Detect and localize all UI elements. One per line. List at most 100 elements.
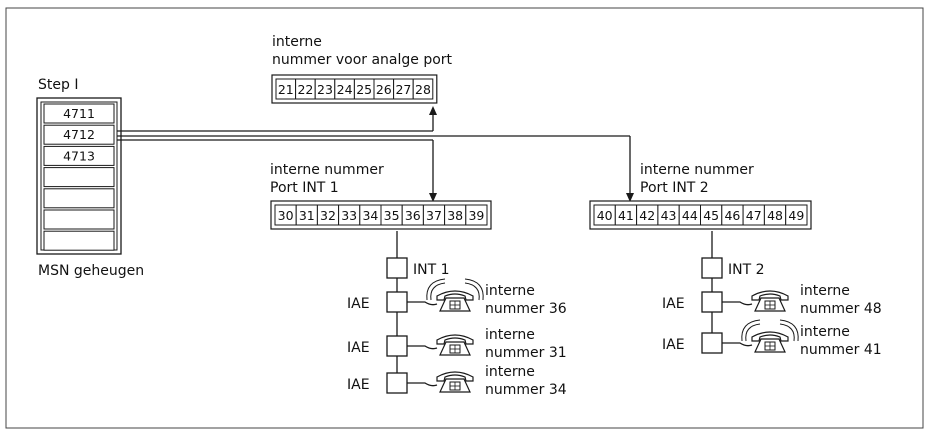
step-label: Step I bbox=[38, 77, 78, 93]
internal-number: 23 bbox=[317, 82, 333, 97]
iae-label: IAE bbox=[347, 296, 370, 312]
terminal-device: IAE interne nummer 36 bbox=[347, 278, 567, 317]
msn-number: 4713 bbox=[63, 148, 95, 163]
telephone-icon bbox=[436, 334, 474, 356]
device-label-line1: interne bbox=[485, 283, 535, 299]
number-cell: 44 bbox=[678, 204, 702, 226]
internal-number: 43 bbox=[661, 208, 677, 223]
number-cell: 24 bbox=[334, 78, 355, 100]
internal-number: 48 bbox=[767, 208, 783, 223]
telephone-icon bbox=[741, 319, 799, 353]
device-label-line2: nummer 31 bbox=[485, 345, 567, 361]
number-cell: 41 bbox=[614, 204, 638, 226]
number-cell: 48 bbox=[763, 204, 787, 226]
number-cell: 32 bbox=[316, 204, 340, 226]
int2-title-line1: interne nummer bbox=[640, 162, 754, 178]
number-cell: 49 bbox=[785, 204, 808, 226]
number-cell: 34 bbox=[359, 204, 382, 226]
internal-number: 21 bbox=[278, 82, 294, 97]
internal-number: 47 bbox=[746, 208, 762, 223]
device-label-line1: interne bbox=[800, 324, 850, 340]
msn-cell bbox=[43, 209, 115, 230]
internal-number: 38 bbox=[447, 208, 463, 223]
int1-label: INT 1 bbox=[413, 262, 450, 278]
internal-number: 34 bbox=[362, 208, 378, 223]
number-cell: 37 bbox=[422, 204, 446, 226]
device-label-line2: nummer 48 bbox=[800, 301, 882, 317]
number-cell: 35 bbox=[380, 204, 403, 226]
telephone-icon bbox=[426, 278, 484, 312]
int2-title-line2: Port INT 2 bbox=[640, 180, 709, 196]
msn-memory-box: 4711 4712 4713 bbox=[36, 97, 122, 255]
int2-label: INT 2 bbox=[728, 262, 765, 278]
number-cell: 27 bbox=[393, 78, 414, 100]
arrow-down-icon bbox=[429, 193, 437, 202]
iae-label: IAE bbox=[347, 340, 370, 356]
terminal-device: IAE interne nummer 41 bbox=[662, 319, 882, 358]
internal-number: 27 bbox=[395, 82, 411, 97]
iae-label: IAE bbox=[662, 337, 685, 353]
telephone-icon bbox=[751, 290, 789, 312]
internal-number: 24 bbox=[337, 82, 353, 97]
int1-bus bbox=[386, 231, 408, 373]
internal-number: 32 bbox=[320, 208, 336, 223]
number-cell: 36 bbox=[401, 204, 424, 226]
analog-port-title-line1: interne bbox=[272, 34, 322, 50]
msn-cell: 4713 bbox=[43, 145, 115, 166]
internal-number: 31 bbox=[299, 208, 315, 223]
internal-number: 49 bbox=[788, 208, 804, 223]
number-cell: 40 bbox=[593, 204, 616, 226]
device-label-line1: interne bbox=[485, 364, 535, 380]
arrow-up-icon bbox=[429, 106, 437, 115]
internal-number: 46 bbox=[724, 208, 740, 223]
analog-port-title-line2: nummer voor analge port bbox=[272, 52, 453, 68]
number-cell: 23 bbox=[314, 78, 336, 100]
phone-cord bbox=[407, 345, 438, 350]
number-cell: 33 bbox=[338, 204, 361, 226]
internal-number: 41 bbox=[618, 208, 634, 223]
internal-number: 45 bbox=[703, 208, 719, 223]
int1-title-line2: Port INT 1 bbox=[270, 180, 339, 196]
msn-number: 4712 bbox=[63, 127, 95, 142]
number-cell: 38 bbox=[444, 204, 467, 226]
msn-cell bbox=[43, 188, 115, 209]
number-cell: 22 bbox=[295, 78, 316, 100]
device-label-line2: nummer 41 bbox=[800, 342, 882, 358]
internal-number: 39 bbox=[468, 208, 484, 223]
phone-cord bbox=[407, 382, 438, 387]
internal-number: 44 bbox=[682, 208, 698, 223]
number-cell: 45 bbox=[700, 204, 723, 226]
internal-number: 35 bbox=[384, 208, 400, 223]
iae-socket bbox=[701, 291, 723, 313]
number-cell: 21 bbox=[275, 78, 297, 100]
msn-cell: 4712 bbox=[43, 124, 115, 145]
msn-cell: 4711 bbox=[43, 103, 115, 124]
int1-title-line1: interne nummer bbox=[270, 162, 384, 178]
phone-cord bbox=[722, 301, 753, 306]
internal-number: 33 bbox=[341, 208, 357, 223]
number-cell: 31 bbox=[295, 204, 318, 226]
internal-number: 25 bbox=[356, 82, 372, 97]
msn-cell bbox=[43, 230, 115, 251]
number-cell: 47 bbox=[742, 204, 765, 226]
number-cell: 25 bbox=[353, 78, 375, 100]
device-label-line2: nummer 34 bbox=[485, 382, 567, 398]
telephone-icon bbox=[436, 371, 474, 393]
number-cell: 42 bbox=[636, 204, 659, 226]
msn-memory-caption: MSN geheugen bbox=[38, 263, 144, 279]
device-label-line1: interne bbox=[800, 283, 850, 299]
internal-number: 42 bbox=[639, 208, 655, 223]
number-cell: 26 bbox=[373, 78, 395, 100]
internal-number: 28 bbox=[415, 82, 431, 97]
number-cell: 43 bbox=[657, 204, 680, 226]
iae-socket bbox=[701, 332, 723, 354]
iae-socket bbox=[386, 335, 408, 357]
internal-number: 26 bbox=[376, 82, 392, 97]
device-label-line2: nummer 36 bbox=[485, 301, 567, 317]
